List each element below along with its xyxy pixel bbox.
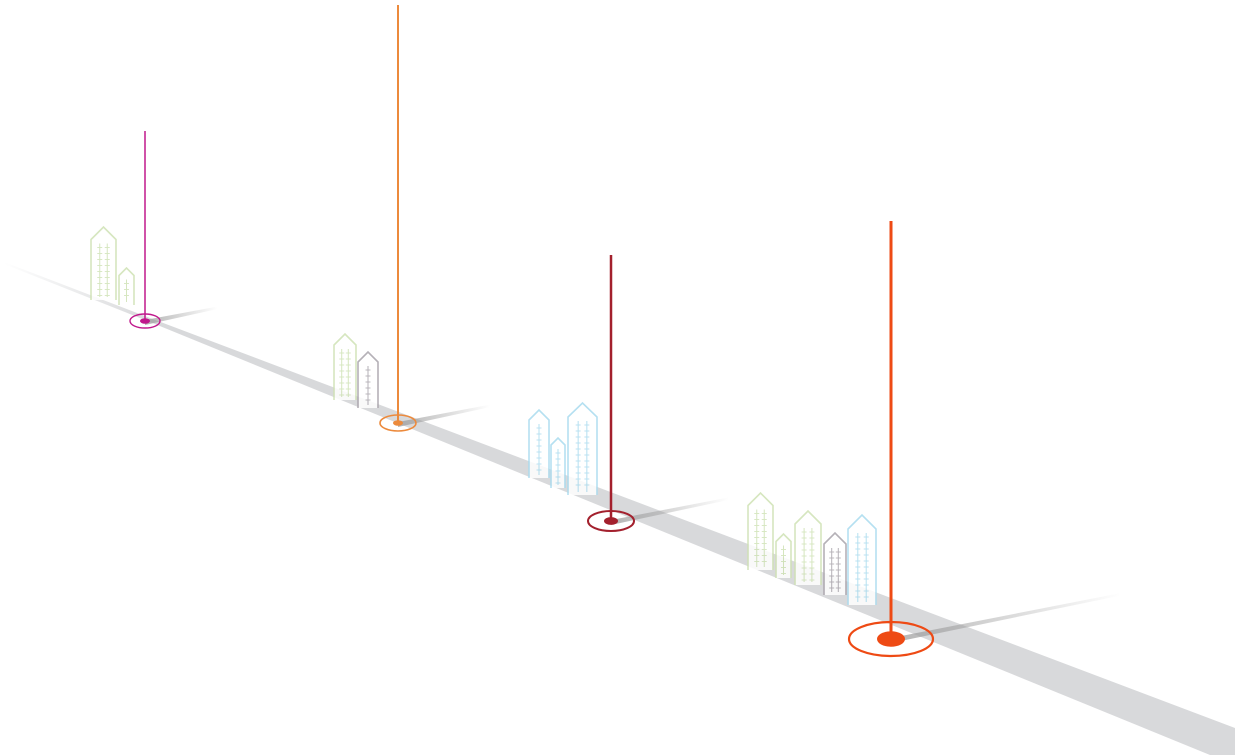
location-marker [587, 255, 729, 532]
building-icon [823, 531, 847, 595]
road [4, 262, 1235, 755]
building-clusters [90, 225, 877, 605]
building-icon [528, 408, 550, 478]
location-marker [847, 221, 1121, 658]
building-cluster [747, 491, 877, 605]
road-tail [4, 262, 150, 322]
building-cluster [528, 401, 598, 495]
marker-shadow [145, 306, 217, 325]
building-icon [775, 532, 792, 578]
building-cluster [333, 332, 379, 408]
marker-shadow [611, 497, 729, 525]
marker-shadow [891, 593, 1121, 643]
road-surface [150, 318, 1235, 755]
building-icon [90, 225, 117, 300]
location-markers [129, 5, 1121, 658]
building-icon [118, 266, 135, 305]
marker-shadow [398, 404, 490, 427]
building-icon [333, 332, 357, 400]
location-marker [379, 5, 490, 432]
location-marker [129, 131, 217, 329]
building-icon [567, 401, 598, 495]
building-icon [794, 509, 822, 585]
building-icon [357, 350, 379, 408]
building-icon [550, 436, 566, 488]
building-icon [747, 491, 774, 570]
building-cluster [90, 225, 135, 305]
building-icon [847, 513, 877, 605]
